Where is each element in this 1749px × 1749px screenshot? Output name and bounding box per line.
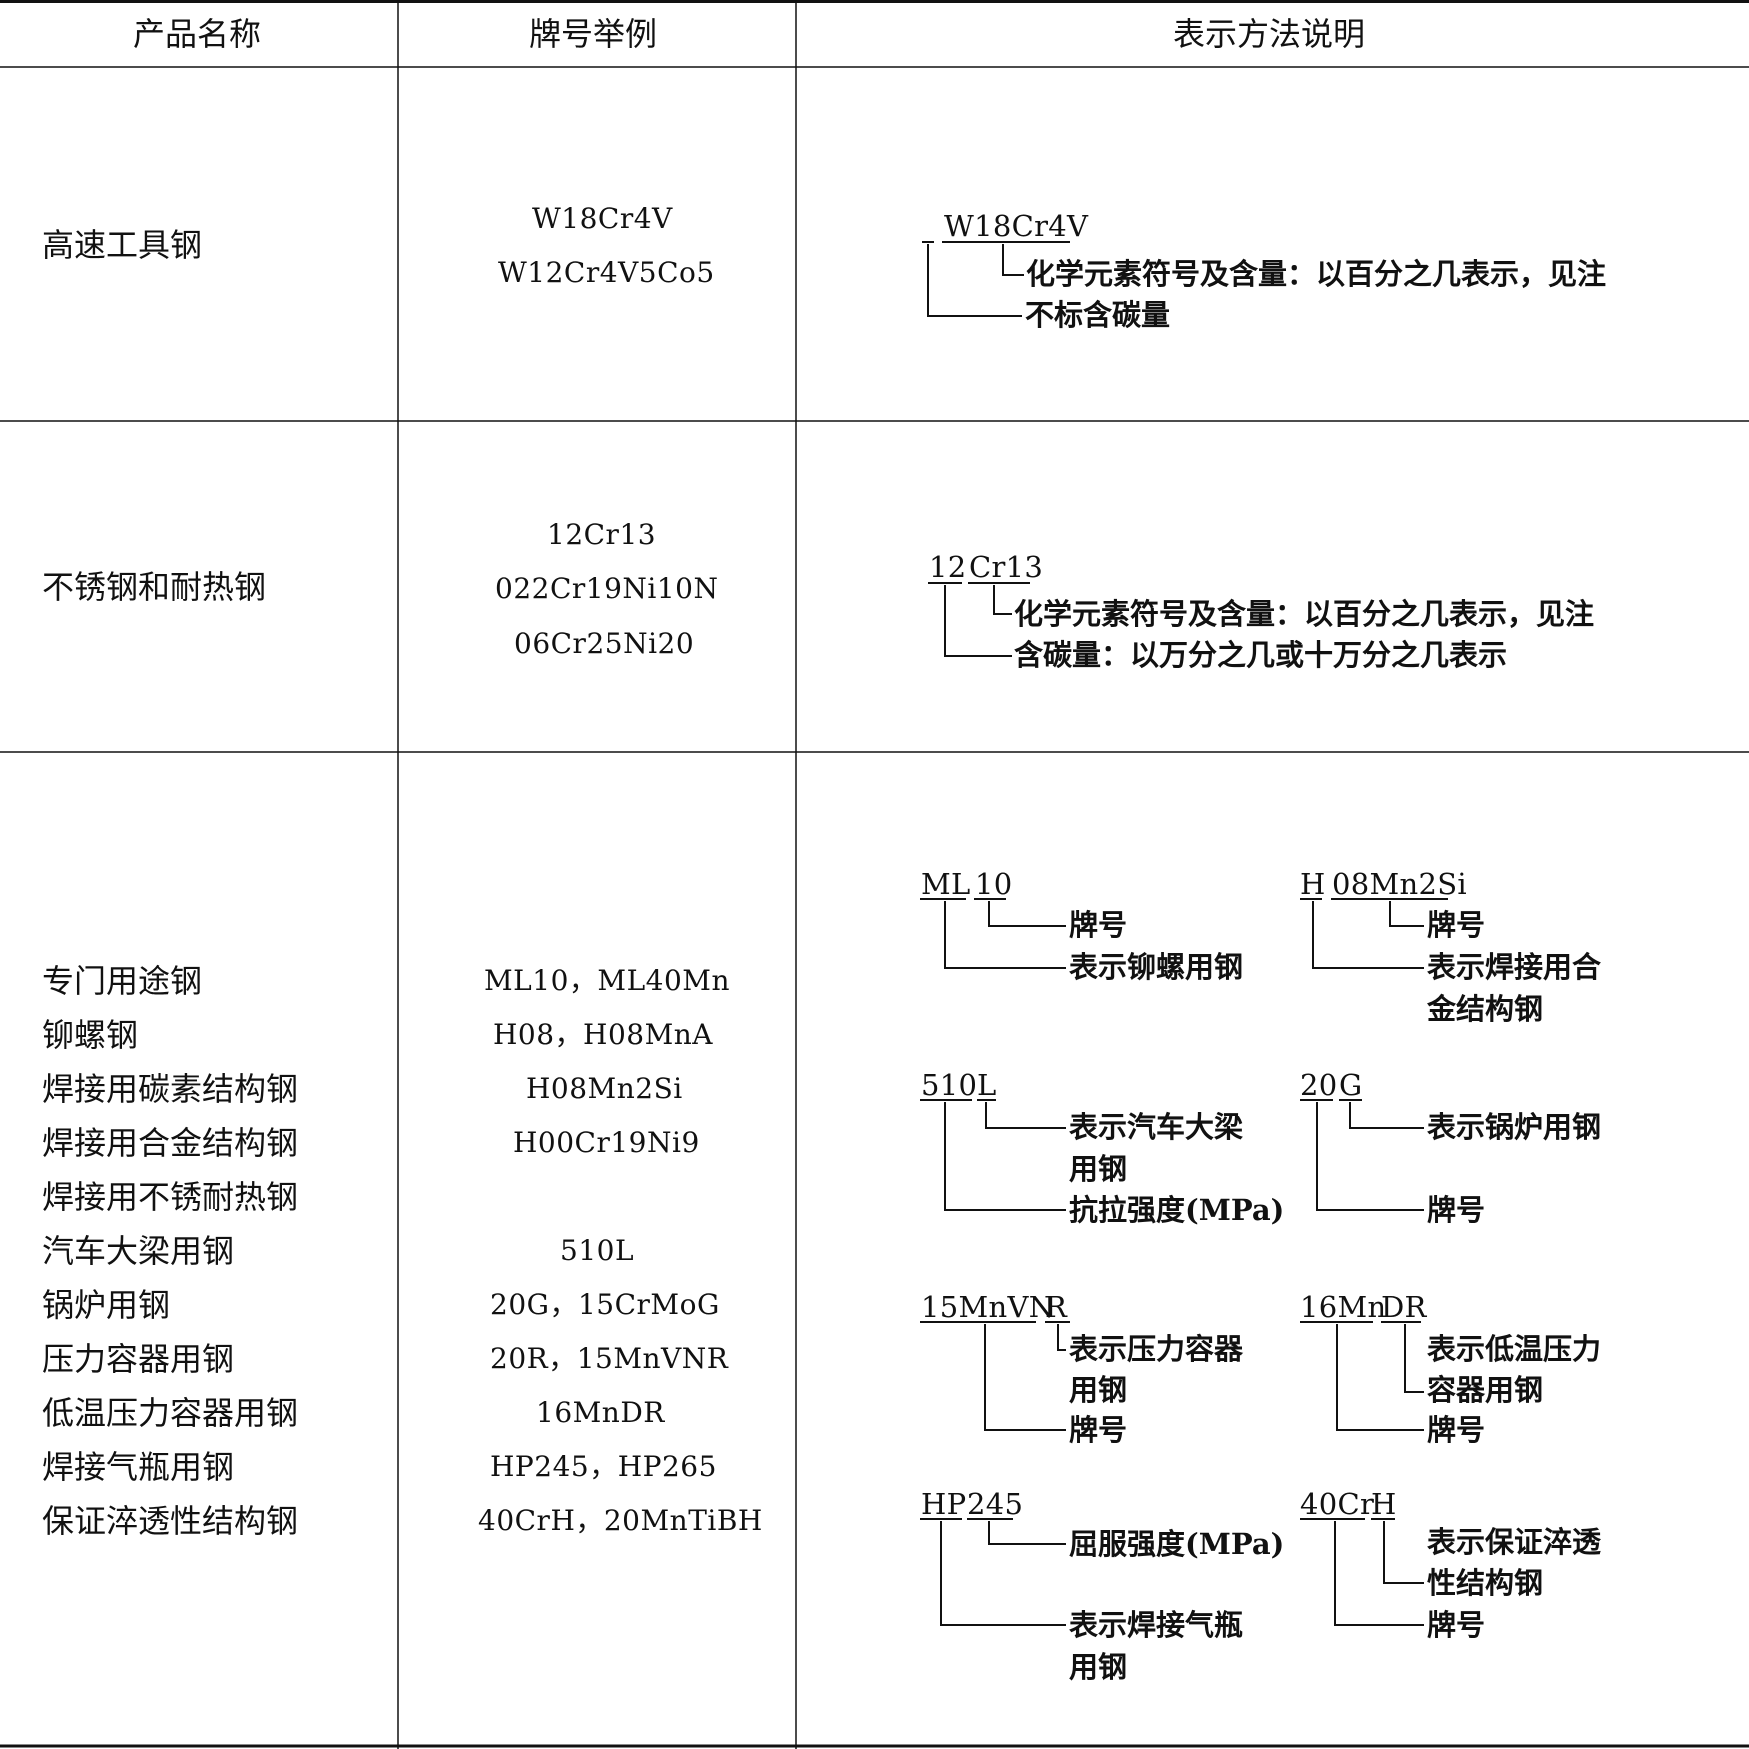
product-name: 焊接用碳素结构钢 [42,1070,299,1108]
product-name: 低温压力容器用钢 [42,1394,299,1432]
diagram-label: 表示焊接气瓶 [1069,1608,1244,1642]
product-name: 高速工具钢 [42,226,203,264]
diagram-label: 不标含碳量 [1025,298,1171,332]
header-notation-explanation: 表示方法说明 [1173,15,1366,53]
diagram-label: 牌号 [1427,1608,1486,1642]
diagram-label: 牌号 [1427,1193,1486,1227]
diagram-label: 屈服强度(MPa) [1069,1527,1285,1561]
diagram-grade-code: 20 [1300,1068,1338,1102]
diagram-label: 性结构钢 [1427,1566,1544,1600]
grade-example: W12Cr4V5Co5 [498,256,715,289]
diagram-label: 容器用钢 [1427,1373,1544,1407]
diagram-grade-code: 16Mn [1300,1290,1387,1324]
grade-example: ML10，ML40Mn [484,964,730,997]
diagram-grade-code: 08Mn2Si [1332,867,1467,901]
diagram-grade-code: DR [1381,1290,1427,1324]
grade-example: 022Cr19Ni10N [495,572,719,605]
grade-example: 12Cr13 [547,518,657,551]
diagram-label: 表示焊接用合 [1427,950,1602,984]
diagram-label: 金结构钢 [1427,992,1544,1026]
diagram-grade-code: 15MnVN [921,1290,1055,1324]
product-name: 锅炉用钢 [42,1286,171,1324]
diagram-label: 表示铆螺用钢 [1069,950,1244,984]
product-name: 焊接用合金结构钢 [42,1124,299,1162]
diagram-label: 表示汽车大梁 [1069,1110,1244,1144]
diagram-label: 牌号 [1069,1413,1128,1447]
grade-example: W18Cr4V [532,202,673,235]
product-name: 焊接气瓶用钢 [42,1448,235,1486]
grade-example: HP245，HP265 [490,1450,717,1483]
diagram-grade-code: 12 [929,550,967,584]
product-name: 铆螺钢 [42,1016,139,1054]
diagram-label: 化学元素符号及含量：以百分之几表示，见注 [1014,597,1595,631]
diagram-grade-code: 510 [921,1068,978,1102]
diagram-grade-code: G [1339,1068,1363,1102]
grade-example: 40CrH，20MnTiBH [478,1504,763,1537]
grade-example: H08，H08MnA [493,1018,714,1051]
diagram-label: 抗拉强度(MPa) [1069,1193,1285,1227]
grade-example: H08Mn2Si [526,1072,683,1105]
diagram-label: 用钢 [1069,1152,1128,1186]
diagram-label: 表示锅炉用钢 [1427,1110,1602,1144]
grade-example: 16MnDR [536,1396,665,1429]
grade-example: 20R，15MnVNR [490,1342,729,1375]
diagram-grade-code: H [1371,1487,1397,1521]
diagram-grade-code: HP [921,1487,967,1521]
header-grade-examples: 牌号举例 [529,15,658,53]
diagram-label: 用钢 [1069,1373,1128,1407]
product-name: 专门用途钢 [42,962,203,1000]
diagram-label: 表示低温压力 [1427,1332,1602,1366]
diagram-label: 表示压力容器 [1069,1332,1244,1366]
product-name: 压力容器用钢 [42,1340,235,1378]
diagram-label: 用钢 [1069,1650,1128,1684]
grade-example: H00Cr19Ni9 [513,1126,700,1159]
diagram-grade-code: W18Cr4V [944,209,1089,243]
product-name: 不锈钢和耐热钢 [42,568,267,606]
diagram-label: 牌号 [1427,1413,1486,1447]
diagram-grade-code: R [1045,1290,1068,1324]
diagram-label: 表示保证淬透 [1427,1525,1602,1559]
diagram-label: 牌号 [1069,908,1128,942]
grade-example: 06Cr25Ni20 [514,627,695,660]
product-name: 焊接用不锈耐热钢 [42,1178,299,1216]
diagram-grade-code: 245 [967,1487,1024,1521]
diagram-label: 牌号 [1427,908,1486,942]
diagram-label: 化学元素符号及含量：以百分之几表示，见注 [1026,257,1607,291]
header-product-name: 产品名称 [133,15,262,53]
diagram-grade-code: H [1300,867,1326,901]
diagram-grade-code: 10 [975,867,1013,901]
diagram-grade-code: ML [921,867,971,901]
product-name: 保证淬透性结构钢 [42,1502,299,1540]
grade-example: 20G，15CrMoG [490,1288,720,1321]
diagram-label: 含碳量：以万分之几或十万分之几表示 [1014,638,1508,672]
diagram-grade-code: 40Cr [1300,1487,1375,1521]
diagram-grade-code: L [977,1068,997,1102]
diagram-grade-code: Cr13 [969,550,1044,584]
grade-example: 510L [560,1234,635,1267]
product-name: 汽车大梁用钢 [42,1232,235,1270]
